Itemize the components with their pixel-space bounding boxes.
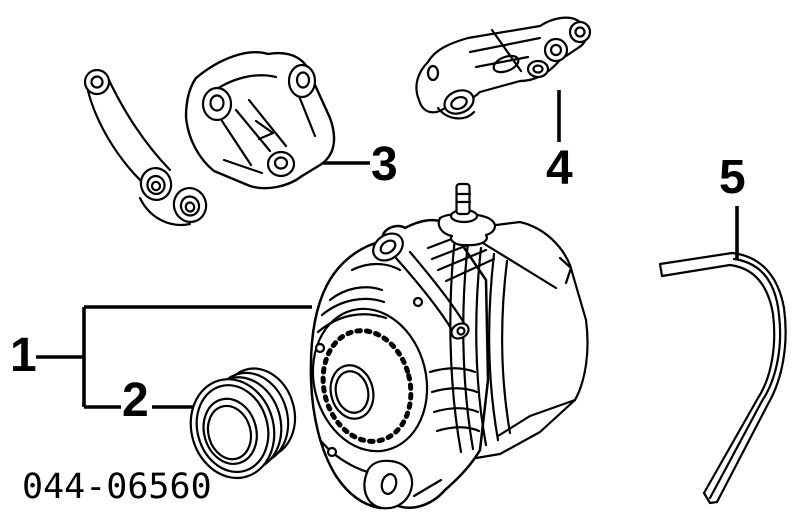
- pulley-face-ring-inner: [202, 401, 257, 464]
- bracket3-boss-center: [203, 88, 231, 120]
- alternator-vent-fin: [432, 388, 477, 392]
- alternator-strap-tip: [449, 320, 472, 341]
- bracket4-boss-low: [528, 61, 548, 77]
- bracket3-inner-right-edge: [299, 96, 315, 136]
- belt-outer-edge: [660, 253, 786, 502]
- pulley-part-2-drawing: [178, 360, 308, 488]
- alternator-top-lug-hole: [378, 238, 397, 256]
- bracket4-eyelet-hole: [576, 28, 585, 37]
- bracket3-bushing-b-hole: [185, 201, 196, 212]
- bracket3-arm-eyelet: [85, 70, 109, 94]
- bracket3-strut-line: [236, 110, 270, 151]
- pulley-face-ring: [196, 392, 264, 470]
- bracket3-boss-top-right-hole: [297, 73, 309, 88]
- alternator-part-1-drawing: [298, 184, 587, 508]
- alternator-fin-line: [463, 243, 473, 449]
- alternator-bottom-foot-line: [414, 480, 441, 496]
- callout-label-3: 3: [371, 138, 398, 191]
- alternator-vent-fin: [434, 408, 478, 412]
- bracket3-web-line: [256, 121, 273, 139]
- alternator-face-bolt: [328, 448, 336, 456]
- bracket3-boss-center-hole: [211, 96, 224, 111]
- bracket3-strut-line: [249, 100, 286, 146]
- belt-end-cap-bottom: [704, 493, 717, 503]
- alternator-face-bolt: [316, 344, 324, 352]
- alternator-top-rib: [446, 259, 494, 281]
- bracket3-bushing-b: [170, 184, 211, 226]
- belt-inner-edge: [662, 265, 774, 493]
- bracket4-inner-edge-bottom: [476, 57, 528, 67]
- alternator-vent-fin: [430, 368, 475, 372]
- callout-label-5: 5: [719, 151, 746, 204]
- alternator-face-ring: [298, 297, 442, 464]
- bracket4-inner-edge-top: [470, 38, 540, 52]
- bracket3-arm-right-edge: [107, 76, 170, 170]
- alternator-stud-flange: [439, 214, 495, 245]
- bracket4-body-outline: [416, 18, 586, 113]
- pulley-front-flange-inner: [187, 377, 279, 481]
- callout-label-4: 4: [546, 142, 573, 195]
- bracket4-boss-mid: [545, 39, 567, 61]
- bracket3-boss-top-right: [289, 65, 315, 97]
- belt-end-cap-left: [660, 264, 662, 276]
- bracket3-arm-eyelet-hole: [92, 77, 103, 88]
- bracket-part-4-drawing: [416, 18, 590, 119]
- belt-ridge-line: [710, 259, 780, 498]
- bracket4-foot-bushing-hole: [450, 95, 469, 111]
- bracket3-bushing-wrap: [140, 198, 190, 225]
- alternator-fin-line: [450, 238, 461, 452]
- bracket3-boss-bottom: [268, 152, 294, 176]
- alternator-strap-edge: [410, 252, 464, 323]
- bracket4-foot-hole: [428, 66, 438, 80]
- alternator-fin-line: [476, 248, 486, 445]
- alternator-shaft-bore-inner: [331, 368, 372, 416]
- callout-label-1: 1: [10, 329, 37, 382]
- alternator-face-bolt: [414, 298, 422, 306]
- bracket3-strut-line: [222, 121, 251, 165]
- bracket4-slot: [491, 53, 520, 76]
- alternator-top-lug: [368, 228, 408, 266]
- bracket3-bushing-a: [137, 164, 175, 204]
- alternator-face-teeth-ring: [312, 321, 423, 450]
- bracket3-inner-bottom-edge: [224, 160, 262, 173]
- alternator-strap-tip-hole: [458, 328, 465, 335]
- bracket3-bushing-b-ring: [179, 194, 202, 218]
- bracket-part-3-drawing: [85, 52, 334, 226]
- bracket3-bushing-a-hole: [151, 181, 161, 191]
- diagram-code: 044-06560: [22, 467, 212, 507]
- bracket4-boss-low-hole: [534, 66, 543, 73]
- bracket4-eyelet: [570, 22, 590, 42]
- bracket4-boss-mid-hole: [551, 45, 561, 55]
- alternator-rear-corner: [560, 258, 571, 283]
- callout-label-2: 2: [122, 374, 149, 427]
- alternator-fan-arc: [318, 314, 386, 332]
- bracket3-arm-left-edge: [88, 91, 141, 181]
- alternator-rear-ridge: [478, 240, 556, 288]
- alternator-top-rib: [438, 250, 486, 270]
- alternator-stud-shaft: [457, 184, 470, 214]
- alternator-fan-arc: [330, 287, 382, 300]
- alternator-fan-arc: [322, 299, 384, 315]
- bracket3-boss-bottom-hole: [275, 158, 287, 169]
- alternator-bottom-lug: [364, 461, 412, 508]
- alternator-fin-line: [489, 254, 498, 440]
- alternator-strap-edge: [396, 258, 452, 330]
- belt-part-5-drawing: [660, 253, 786, 503]
- alternator-fan-arc: [352, 264, 400, 270]
- bracket4-foot-bump: [438, 108, 474, 118]
- alternator-vent-fin: [437, 427, 479, 431]
- alternator-fin-line: [502, 261, 510, 433]
- bracket3-bushing-a-ring: [145, 174, 167, 196]
- alternator-bottom-lug-hole: [380, 473, 399, 496]
